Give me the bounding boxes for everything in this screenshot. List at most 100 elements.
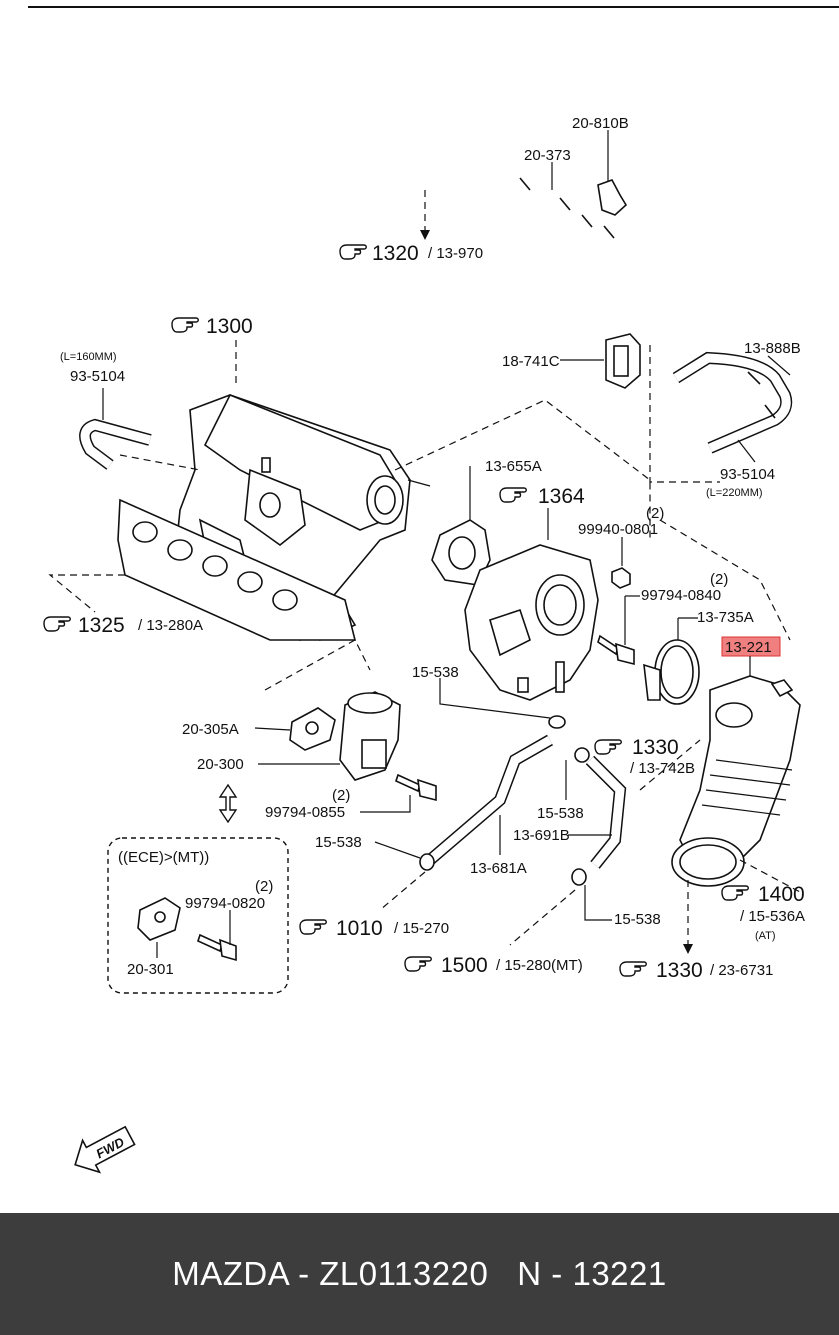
pointing-hand-icon	[619, 961, 647, 977]
dash-line	[659, 519, 791, 641]
part-label: (2)	[332, 787, 350, 804]
ref-1400: 1400 / 15-536A (AT)	[721, 883, 805, 942]
pointing-hand-icon	[171, 317, 199, 333]
part-label: 1330	[632, 736, 679, 759]
arrow-head	[420, 230, 430, 240]
part-label: (2)	[646, 505, 664, 522]
part-label: / 13-742B	[630, 760, 695, 777]
part-label: 20-305A	[182, 721, 239, 738]
bolt-99794-0840: (2) 99794-0840	[597, 571, 728, 666]
throttle-body	[464, 544, 599, 701]
egr-valve-20-300: 20-300	[197, 691, 401, 781]
pointing-hand-icon	[299, 919, 327, 935]
hose-20-373: 20-373	[524, 147, 571, 190]
highlighted-part-label: 13-221	[725, 639, 772, 656]
fwd-arrow-icon: FWD	[74, 1125, 136, 1174]
part-label: 13-735A	[697, 609, 754, 626]
nut-99940-0801: (2) 99940-0801	[578, 505, 664, 589]
hose-93-5104-long: 93-5104 (L=220MM)	[706, 439, 775, 499]
dash-line	[394, 399, 651, 540]
hose-13-691B: 13-691B	[513, 755, 627, 869]
ref-1364: 1364	[499, 485, 585, 508]
part-label: 20-373	[524, 147, 571, 164]
hose-13-681A: 13-681A	[426, 734, 553, 877]
double-arrow-icon	[218, 783, 238, 824]
part-label: 1330	[656, 959, 703, 982]
part-label: / 13-970	[428, 245, 483, 262]
dash-line	[264, 639, 371, 691]
part-label: ((ECE)>(MT))	[118, 849, 209, 866]
part-label: 15-538	[614, 911, 661, 928]
hose-13-888B: 13-888B	[672, 340, 801, 454]
part-label: 1010	[336, 917, 383, 940]
part-label: 99940-0801	[578, 521, 658, 538]
clamp-13-735A: 13-735A	[643, 609, 754, 705]
part-label: / 23-6731	[710, 962, 773, 979]
clip-20-810B: 20-810B	[572, 115, 629, 182]
footer-bar: MAZDA - ZL0113220 N - 13221	[0, 1213, 839, 1335]
ref-1300: 1300	[171, 315, 253, 338]
pointing-hand-icon	[721, 885, 749, 901]
clamp-15-538-a: 15-538	[412, 664, 566, 729]
parts-diagram: 20-810B 20-373 1320 / 13-970 18-741C 13-…	[28, 6, 839, 1174]
valve-18-741C: 18-741C	[502, 333, 641, 389]
part-label: / 15-280(MT)	[496, 957, 583, 974]
bolt-99794-0855: (2) 99794-0855	[265, 773, 437, 821]
gasket-20-305A: 20-305A	[182, 707, 336, 751]
air-hose-13-221: 13-221	[671, 636, 801, 887]
part-label: (L=160MM)	[60, 351, 117, 363]
part-label: 18-741C	[502, 353, 560, 370]
part-label: / 13-280A	[138, 617, 203, 634]
part-label: (L=220MM)	[706, 487, 763, 499]
arrow-head	[683, 944, 693, 954]
gasket-1325	[117, 498, 357, 641]
part-label: 1300	[206, 315, 253, 338]
dash-line	[379, 871, 426, 911]
part-label: 99794-0840	[641, 587, 721, 604]
gasket-13-655A: 13-655A	[431, 458, 542, 586]
pointing-hand-icon	[499, 487, 527, 503]
variant-box: ((ECE)>(MT)) (2) 99794-0820 20-301	[107, 837, 289, 994]
part-label: 15-538	[537, 805, 584, 822]
part-label: 13-691B	[513, 827, 570, 844]
part-label: (AT)	[755, 930, 776, 942]
part-label: 99794-0855	[265, 804, 345, 821]
part-label: 93-5104	[720, 466, 775, 483]
part-label: 15-538	[315, 834, 362, 851]
ref-1010: 1010 / 15-270	[299, 917, 449, 940]
dash-line	[509, 889, 576, 946]
part-label: (2)	[255, 878, 273, 895]
part-label: 20-300	[197, 756, 244, 773]
part-label: 93-5104	[70, 368, 125, 385]
part-label: / 15-536A	[740, 908, 805, 925]
part-label: 1320	[372, 242, 419, 265]
pointing-hand-icon	[43, 616, 71, 632]
part-label: 20-301	[127, 961, 174, 978]
dash-line	[649, 345, 720, 483]
part-label: 13-681A	[470, 860, 527, 877]
ref-1320: 1320 / 13-970	[339, 242, 483, 265]
ref-1330-a: 1330 / 13-742B	[594, 736, 695, 777]
highlight-box	[721, 636, 781, 657]
dash-line	[119, 454, 201, 471]
part-label: 13-655A	[485, 458, 542, 475]
pointing-hand-icon	[339, 244, 367, 260]
clamp-15-538-b: 15-538	[537, 747, 590, 822]
part-label: 20-810B	[572, 115, 629, 132]
part-label: 1325	[78, 614, 125, 637]
clamp-15-538-c: 15-538	[315, 834, 435, 871]
hose-93-5104-short: (L=160MM) 93-5104	[60, 351, 152, 470]
dash-line	[48, 574, 125, 613]
dash-line	[639, 739, 701, 791]
clamp-15-538-d: 15-538	[571, 868, 661, 928]
ref-1500: 1500 / 15-280(MT)	[404, 954, 583, 977]
pointing-hand-icon	[404, 956, 432, 972]
part-label: 1364	[538, 485, 585, 508]
part-label: 99794-0820	[185, 895, 265, 912]
breather-hose	[420, 140, 720, 360]
part-label: 13-888B	[744, 340, 801, 357]
part-label: 1400	[758, 883, 805, 906]
ref-1325: 1325 / 13-280A	[43, 614, 203, 637]
part-label: / 15-270	[394, 920, 449, 937]
ref-1330-b: 1330 / 23-6731	[619, 959, 773, 982]
